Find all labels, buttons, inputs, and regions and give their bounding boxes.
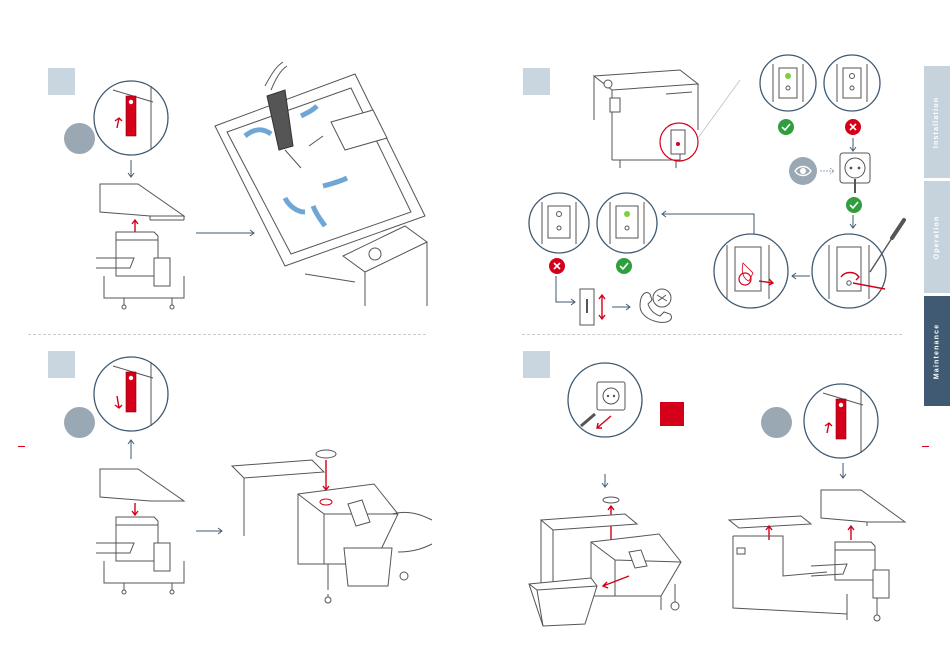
tab-operation[interactable]: Operation — [924, 181, 950, 293]
reset-press-detail — [713, 233, 791, 311]
power-plug-icon — [838, 151, 872, 195]
step-2-number-box — [523, 68, 550, 95]
top-left-divider — [28, 334, 426, 335]
step-1-down-arrow — [128, 160, 134, 180]
step-3-number-box — [48, 351, 75, 378]
x-circle-icon — [845, 119, 861, 135]
screwdriver-icon — [868, 218, 908, 274]
step-1-chamber-cleaning-illustration — [205, 66, 430, 308]
step-4-latch-detail — [803, 383, 881, 461]
step-4-indicator-circle — [761, 407, 792, 438]
step-4-filter-removal-illustration — [525, 492, 705, 630]
step-3-filter-insert-illustration — [228, 444, 434, 606]
lamp-off-detail — [823, 54, 883, 114]
x-circle-icon — [549, 258, 565, 274]
step-3-indicator-circle — [64, 407, 95, 438]
step-2-unit-illustration — [580, 60, 730, 170]
step-2-return-arrow — [658, 210, 758, 236]
red-warning-square-icon — [660, 402, 684, 426]
check-circle-icon — [778, 119, 794, 135]
tab-installation[interactable]: Installation — [924, 66, 950, 178]
step-1-latch-detail — [93, 80, 171, 158]
lamp-off-detail-2 — [528, 192, 592, 256]
step-2-right-arrow — [612, 303, 634, 311]
check-circle-icon — [846, 197, 862, 213]
step-4-down-arrow-2 — [840, 463, 846, 481]
step-1-number-box — [48, 68, 75, 95]
phone-service-icon — [636, 286, 676, 326]
step-4-cover-removal-illustration — [727, 484, 907, 624]
tab-maintenance[interactable]: Maintenance — [924, 296, 950, 406]
right-page-mark — [922, 446, 929, 447]
step-3-right-arrow — [196, 527, 226, 535]
step-2-down-arrow-2 — [850, 215, 856, 231]
check-circle-icon — [616, 258, 632, 274]
top-right-divider — [522, 334, 902, 335]
lamp-ok-detail-2 — [596, 192, 660, 256]
step-3-latch-detail — [93, 356, 171, 434]
breaker-switch-icon — [578, 287, 608, 327]
step-4-down-arrow-1 — [602, 474, 608, 490]
left-page-mark — [18, 446, 25, 447]
visual-check-icon — [788, 156, 818, 186]
step-2-dotted-arrow — [820, 168, 838, 174]
step-1-indicator-circle — [64, 123, 95, 154]
step-1-unit-illustration — [94, 180, 194, 312]
lamp-ok-detail — [759, 54, 819, 114]
step-3-unit-illustration — [94, 465, 194, 597]
step-4-number-box — [523, 351, 550, 378]
step-2-left-arrow-1 — [790, 272, 810, 280]
step-3-up-arrow — [128, 437, 134, 459]
unplug-detail — [567, 362, 645, 440]
step-2-elbow-arrow — [553, 276, 579, 306]
